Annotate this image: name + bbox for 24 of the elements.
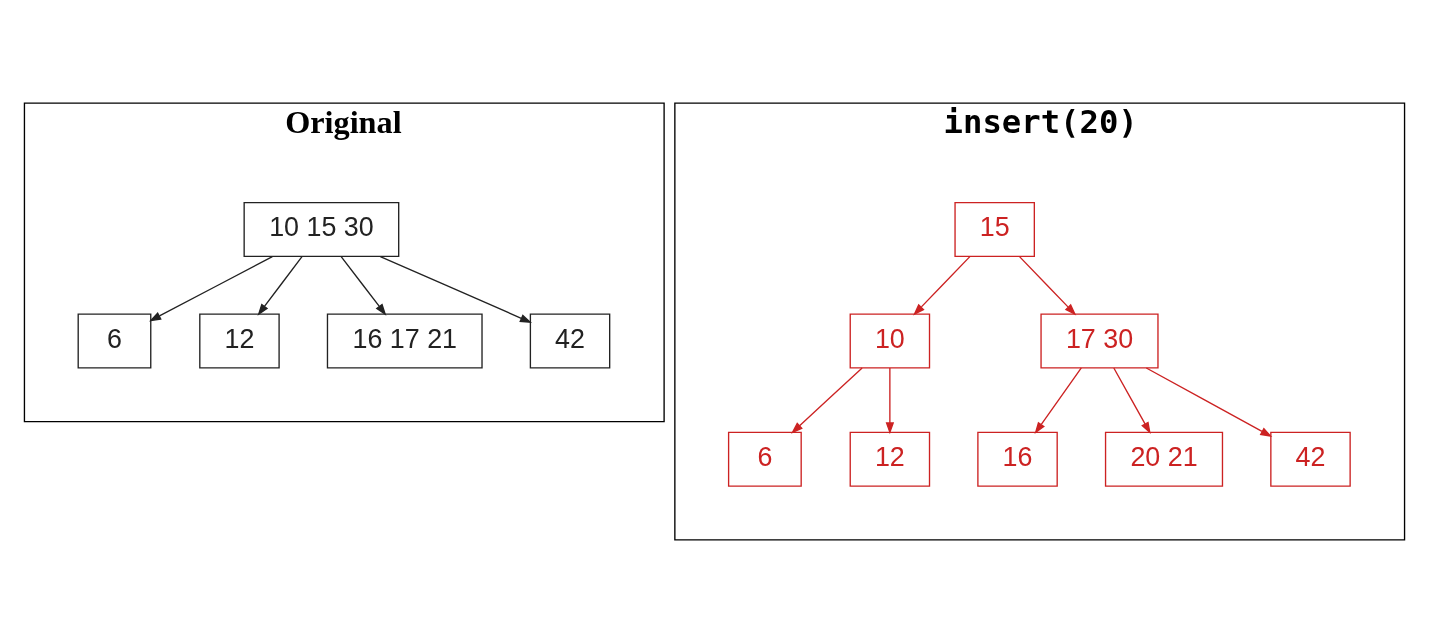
node-box: 42 xyxy=(529,312,611,369)
node-box: 6 xyxy=(77,312,152,369)
arrow xyxy=(1145,366,1273,437)
arrow xyxy=(379,255,532,323)
node-box: 12 xyxy=(849,431,931,487)
arrow xyxy=(257,255,303,316)
arrow xyxy=(913,255,971,315)
node-box: 10 15 30 xyxy=(243,201,400,257)
arrow xyxy=(340,255,387,316)
arrow xyxy=(1018,255,1077,315)
arrow xyxy=(1113,366,1151,434)
arrow xyxy=(885,366,895,434)
arrow xyxy=(791,366,863,434)
node-box: 10 xyxy=(849,312,931,369)
arrow xyxy=(149,255,274,321)
node-box: 17 30 xyxy=(1040,312,1159,369)
node-box: 6 xyxy=(727,431,802,487)
arrow xyxy=(1034,366,1082,434)
node-box: 16 xyxy=(977,431,1058,487)
node-box: 16 17 21 xyxy=(326,312,483,369)
node-box: 15 xyxy=(954,201,1035,257)
node-box: 20 21 xyxy=(1104,431,1224,487)
node-box: 42 xyxy=(1270,431,1351,487)
node-box: 12 xyxy=(199,312,280,369)
